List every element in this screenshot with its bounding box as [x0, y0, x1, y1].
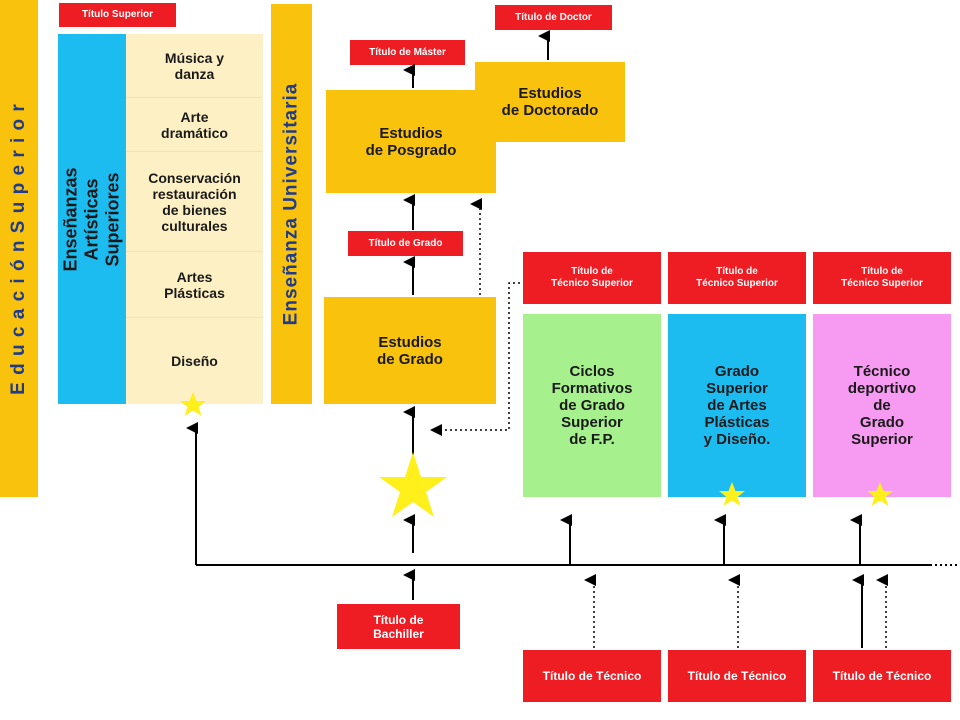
titulo-tecnico-superior-badge-artes: Título de Técnico Superior	[668, 252, 806, 304]
titulo-superior-badge: Título Superior	[59, 3, 176, 27]
titulo-tecnico-badge-deportivo: Título de Técnico	[813, 650, 951, 702]
titulo-grado-badge: Título de Grado	[348, 231, 463, 256]
titulo-tecnico-superior-badge-fp: Título de Técnico Superior	[523, 252, 661, 304]
tecnico-deportivo-box: Técnico deportivo de Grado Superior	[813, 314, 951, 497]
artisticas-item-diseno: Diseño	[171, 353, 218, 369]
titulo-doctor-badge: Título de Doctor	[495, 5, 612, 30]
star-icon-large	[379, 452, 447, 517]
artisticas-item-arte-dramatico: Arte dramático	[126, 98, 263, 152]
titulo-master-badge: Título de Máster	[350, 40, 465, 65]
artisticas-item-musica: Música y danza	[126, 34, 263, 98]
star-icon-deportivo	[867, 482, 893, 506]
star-icon-artes-plasticas	[719, 482, 745, 506]
artisticas-list: Música y danza Arte dramático Conservaci…	[126, 34, 263, 404]
arrowhead-left-to-grado	[430, 424, 442, 436]
titulo-tecnico-superior-badge-deportivo: Título de Técnico Superior	[813, 252, 951, 304]
artisticas-panel: Enseñanzas Artísticas Superiores	[58, 34, 126, 404]
titulo-bachiller-badge: Título de Bachiller	[337, 604, 460, 649]
grado-superior-artes-box: Grado Superior de Artes Plásticas y Dise…	[668, 314, 806, 497]
titulo-tecnico-badge-artes: Título de Técnico	[668, 650, 806, 702]
estudios-posgrado-box: Estudios de Posgrado	[326, 90, 496, 193]
ciclos-formativos-box: Ciclos Formativos de Grado Superior de F…	[523, 314, 661, 497]
dotted-tecnico-superior-to-grado	[445, 282, 520, 431]
artisticas-item-conservacion: Conservación restauración de bienes cult…	[126, 152, 263, 252]
artisticas-item-artes-plasticas: Artes Plásticas	[126, 252, 263, 318]
estudios-doctorado-box: Estudios de Doctorado	[475, 62, 625, 142]
titulo-tecnico-badge-fp: Título de Técnico	[523, 650, 661, 702]
educacion-superior-bar: E d u c a c i ó n S u p e r i o r	[0, 0, 38, 497]
estudios-grado-box: Estudios de Grado	[324, 297, 496, 404]
star-icon-artisticas	[180, 392, 206, 416]
ensenanza-universitaria-bar: Enseñanza Universitaria	[271, 4, 312, 404]
